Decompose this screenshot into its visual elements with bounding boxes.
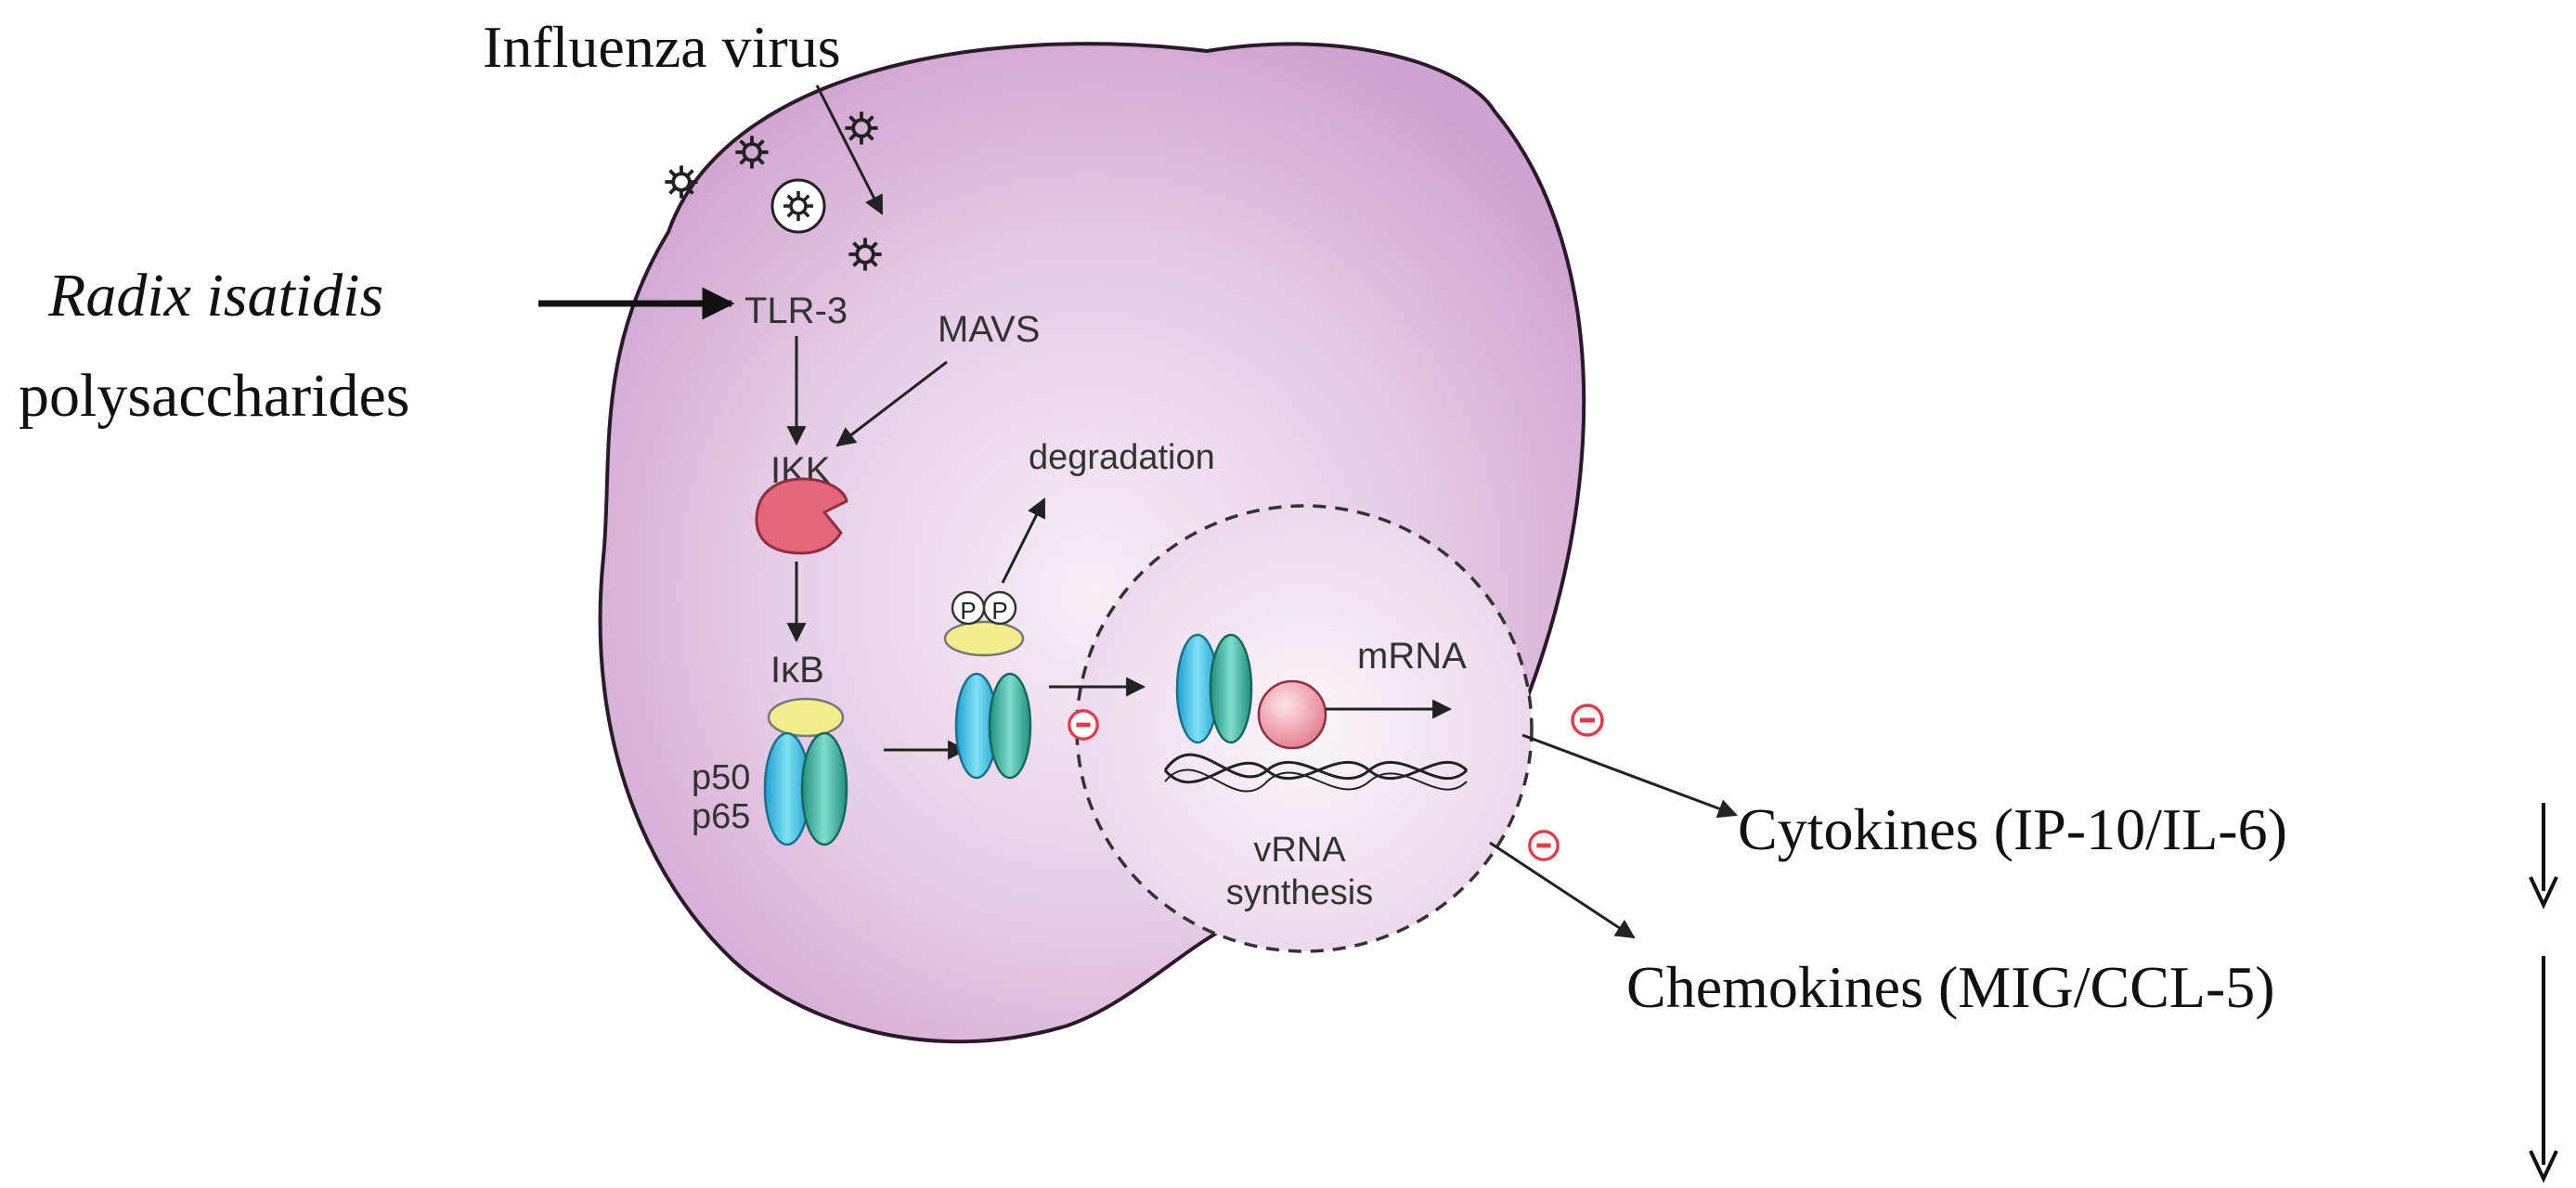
ikk-enzyme	[755, 477, 848, 555]
drug-label-line2: polysaccharides	[19, 362, 410, 430]
phospho-label: P	[991, 597, 1007, 625]
p65-free	[988, 672, 1032, 780]
mavs-label: MAVS	[938, 309, 1040, 350]
p65-label: p65	[692, 797, 750, 836]
influenza-virus-label: Influenza virus	[483, 14, 841, 80]
ikb-ellipse	[767, 697, 845, 738]
mrna-label: mRNA	[1357, 636, 1467, 677]
virus-arrow	[815, 84, 884, 215]
tlr3-label: TLR-3	[744, 291, 848, 331]
cytokine-arrow	[1521, 733, 1738, 819]
chemokines-label: Chemokines (MIG/CCL-5)	[1626, 954, 2275, 1020]
inhibition-icon	[1068, 709, 1099, 741]
phosphorylated-ikb: P P	[943, 590, 1025, 657]
dna-helix	[1163, 753, 1469, 793]
chemokine-arrow	[1489, 841, 1636, 939]
endocytosed-virus	[770, 178, 826, 234]
ikb-label: IκB	[770, 650, 824, 691]
inhibition-icon	[1528, 830, 1560, 861]
down-arrow-icon	[2529, 956, 2558, 1183]
vrna-label-line2: synthesis	[1226, 873, 1373, 912]
mavs-to-ikk-arrow	[835, 360, 948, 447]
p50-label: p50	[692, 758, 750, 797]
virus-icon	[663, 163, 700, 200]
rna-polymerase	[1257, 679, 1327, 750]
vrna-label-line1: vRNA	[1253, 831, 1346, 870]
p65-nuclear	[1209, 633, 1253, 744]
phospho-label: P	[960, 597, 976, 625]
drug-label-line1: Radix isatidis	[47, 262, 383, 329]
degradation-label: degradation	[1029, 438, 1215, 477]
cytokines-label: Cytokines (IP-10/IL-6)	[1738, 796, 2287, 862]
degradation-arrow	[1001, 497, 1046, 584]
inhibition-icon	[1571, 704, 1604, 737]
down-arrow-icon	[2529, 803, 2558, 910]
p65-subunit	[800, 731, 848, 846]
